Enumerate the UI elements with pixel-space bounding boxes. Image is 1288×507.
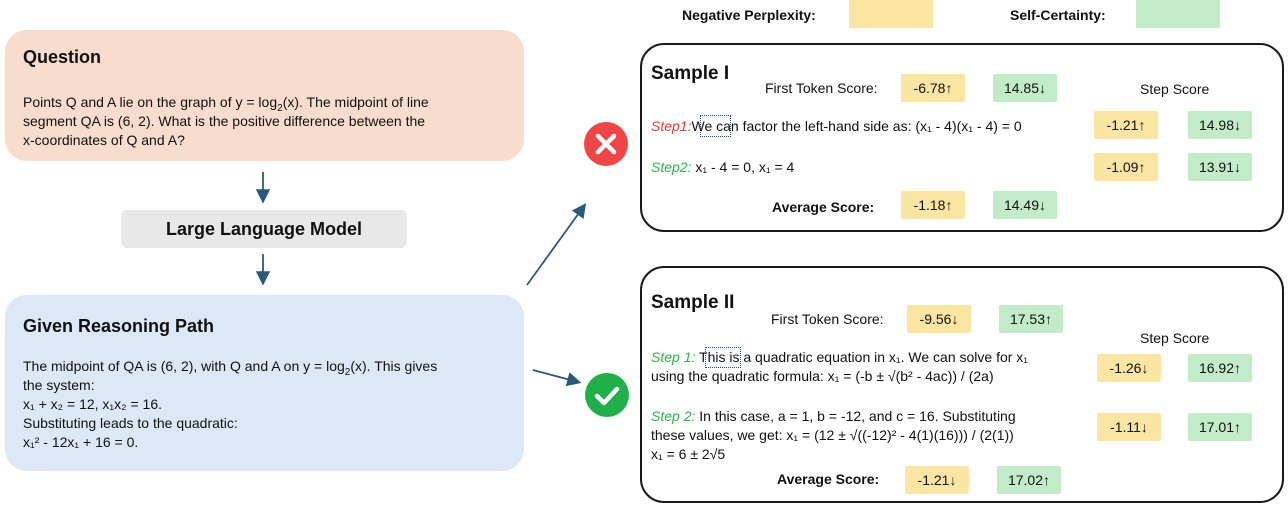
sample1-title: Sample I <box>651 63 730 84</box>
sample2-step1-line-2: using the quadratic formula: x₁ = (-b ± … <box>651 368 994 384</box>
sample2-step1-sc: 16.92↑ <box>1188 354 1252 382</box>
reasoning-line-4: Substituting leads to the quadratic: <box>23 415 238 431</box>
sample2-step1-text: Step 1: This is a quadratic equation in … <box>651 348 1028 386</box>
sample1-average-np: -1.18↑ <box>901 191 965 219</box>
question-line-2: segment QA is (6, 2). What is the positi… <box>23 113 426 129</box>
check-icon <box>585 373 629 417</box>
sample1-step1-sc: 14.98↓ <box>1188 111 1252 139</box>
sample2-step2-line-3: x₁ = 6 ± 2√5 <box>651 446 726 462</box>
reasoning-line-2: the system: <box>23 377 95 393</box>
reasoning-title: Given Reasoning Path <box>23 316 215 336</box>
question-line-1: Points Q and A lie on the graph of y = l… <box>23 94 429 114</box>
sample2-average-sc: 17.02↑ <box>997 466 1061 494</box>
reasoning-line-5: x₁² - 12x₁ + 16 = 0. <box>23 434 139 450</box>
legend-self-certainty-swatch <box>1136 0 1220 28</box>
sample2-first-token-label: First Token Score: <box>771 311 884 327</box>
question-panel: Question Points Q and A lie on the graph… <box>5 30 524 161</box>
sample1-first-token-np: -6.78↑ <box>901 74 965 102</box>
sample1-step2-text: Step2: x₁ - 4 = 0, x₁ = 4 <box>651 159 795 175</box>
sample2-step1-line-1: Step 1: This is a quadratic equation in … <box>651 349 1029 365</box>
sample2-step2-text: Step 2: In this case, a = 1, b = -12, an… <box>651 407 1016 464</box>
sample2-step-score-label: Step Score <box>1140 330 1210 346</box>
sample1-first-token-label: First Token Score: <box>765 80 878 96</box>
sample2-step1-np: -1.26↓ <box>1097 354 1161 382</box>
reasoning-line-1: The midpoint of QA is (6, 2), with Q and… <box>23 358 438 378</box>
sample2-first-token-sc: 17.53↑ <box>999 305 1063 333</box>
sample2-step2-sc: 17.01↑ <box>1188 413 1252 441</box>
sample1-first-token-sc: 14.85↓ <box>993 74 1057 102</box>
sample2-average-label: Average Score: <box>777 471 880 487</box>
reasoning-panel: Given Reasoning Path The midpoint of QA … <box>5 295 524 471</box>
sample1-step2-np: -1.09↑ <box>1094 153 1158 181</box>
sample2-first-token-np: -9.56↓ <box>907 305 971 333</box>
sample1-step1-np: -1.21↑ <box>1094 111 1158 139</box>
cross-icon <box>584 122 628 166</box>
sample1-step2-sc: 13.91↓ <box>1188 153 1252 181</box>
legend-negative-perplexity-label: Negative Perplexity: <box>682 7 816 23</box>
sample1-step-score-label: Step Score <box>1140 81 1210 97</box>
sample2-title: Sample II <box>651 292 735 313</box>
reasoning-line-3: x₁ + x₂ = 12, x₁x₂ = 16. <box>23 396 162 412</box>
sample2-step2-line-1: Step 2: In this case, a = 1, b = -12, an… <box>651 408 1016 424</box>
sample2-first-token-highlight <box>705 347 741 368</box>
sample2-step2-np: -1.11↓ <box>1097 413 1161 441</box>
legend-negative-perplexity-swatch <box>849 0 933 28</box>
sample2-average-np: -1.21↓ <box>905 466 969 494</box>
sample1-step1-text: Step1:We can factor the left-hand side a… <box>651 118 1022 134</box>
question-line-3: x-coordinates of Q and A? <box>23 132 185 148</box>
sample2-step2-line-2: these values, we get: x₁ = (12 ± √((-12)… <box>651 427 1014 443</box>
arrow-to-sample1 <box>526 203 587 286</box>
arrow-to-sample2 <box>532 369 582 387</box>
sample1-first-token-highlight <box>700 115 731 137</box>
question-text: Points Q and A lie on the graph of y = l… <box>23 93 429 150</box>
sample1-average-label: Average Score: <box>772 199 875 215</box>
sample1-average-sc: 14.49↓ <box>993 191 1057 219</box>
llm-box: Large Language Model <box>121 210 407 248</box>
legend-self-certainty-label: Self-Certainty: <box>1010 7 1106 23</box>
reasoning-text: The midpoint of QA is (6, 2), with Q and… <box>23 357 437 452</box>
question-title: Question <box>23 47 102 67</box>
